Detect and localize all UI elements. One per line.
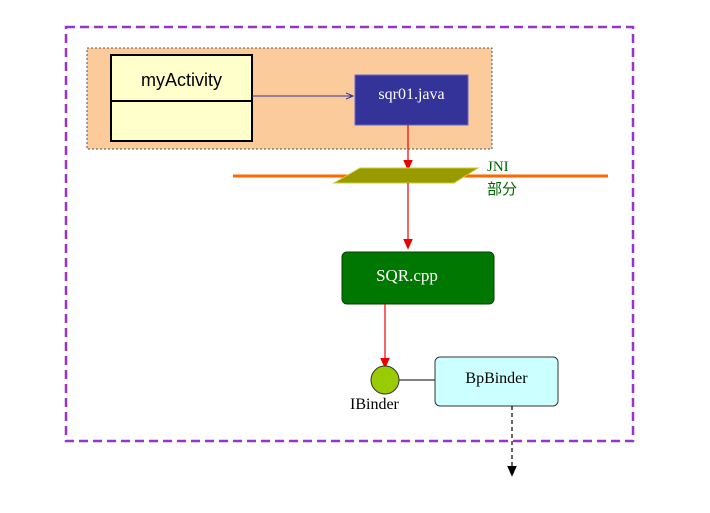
java-label: sqr01.java xyxy=(378,86,445,103)
ibinder-interface-circle xyxy=(370,365,400,395)
jni-plane xyxy=(332,167,480,184)
outer-boundary xyxy=(64,25,635,443)
bpbinder-box xyxy=(434,356,559,407)
jni-part-label: 部分 xyxy=(487,180,518,198)
ibinder-label: IBinder xyxy=(350,396,399,413)
cpp-box xyxy=(341,251,495,305)
bpbinder-label: BpBinder xyxy=(465,370,528,387)
cpp-label: SQR.cpp xyxy=(376,266,438,285)
activity-label: myActivity xyxy=(141,70,222,90)
activity-class-box xyxy=(110,54,253,142)
java-box xyxy=(354,74,469,126)
jni-label: JNI xyxy=(487,159,509,175)
